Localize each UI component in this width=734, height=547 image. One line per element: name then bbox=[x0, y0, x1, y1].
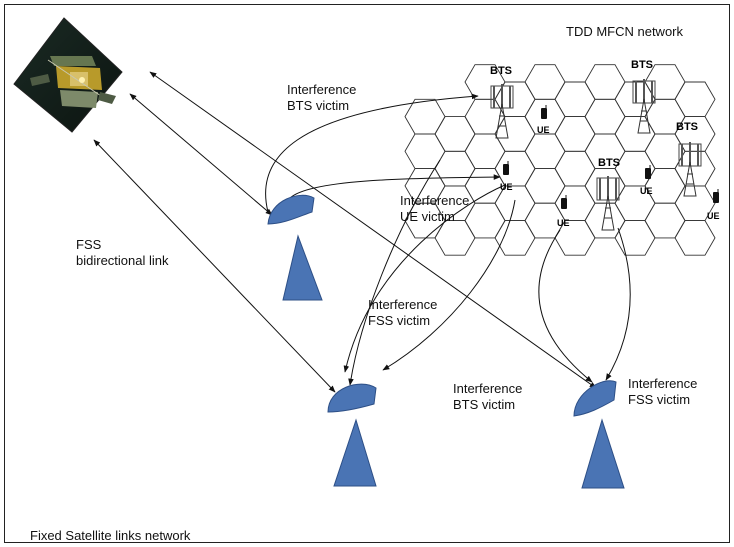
hex-cell bbox=[494, 116, 536, 152]
ue-label: UE bbox=[557, 218, 570, 228]
dish-antenna-icon bbox=[573, 380, 625, 489]
hex-cell bbox=[494, 150, 536, 187]
interf-ue-arrow bbox=[289, 174, 501, 199]
hex-cell bbox=[674, 220, 716, 256]
bts-label: BTS bbox=[490, 65, 512, 77]
bts-tower-icon bbox=[632, 79, 656, 134]
hex-cell bbox=[464, 168, 506, 204]
bts-label: BTS bbox=[676, 121, 698, 133]
bts-tower-icon bbox=[678, 142, 702, 197]
interf-bts-bottom-label-line1: Interference bbox=[453, 381, 523, 396]
interf-fss-mid-arrow-1 bbox=[343, 184, 506, 373]
footer-title: Fixed Satellite links network bbox=[30, 528, 191, 543]
hex-cell bbox=[554, 116, 596, 152]
ue-label: UE bbox=[537, 125, 550, 135]
interf-fss-mid-label-line1: Interference bbox=[368, 297, 438, 312]
interf-bts-top-label-line1: Interference bbox=[287, 82, 357, 97]
hex-cell bbox=[434, 220, 476, 256]
bts-label: BTS bbox=[631, 59, 653, 71]
hex-cell bbox=[584, 98, 626, 135]
satellite-icon bbox=[13, 17, 123, 133]
fss-link-label-line2: bidirectional link bbox=[76, 253, 169, 268]
interf-fss-right-label-line2: FSS victim bbox=[628, 392, 691, 407]
dish-antenna-icon bbox=[327, 383, 377, 487]
interf-fss-mid-label-line2: FSS victim bbox=[368, 313, 431, 328]
hex-cell bbox=[434, 150, 476, 187]
fss-link-2 bbox=[129, 93, 273, 216]
hex-cell bbox=[464, 98, 506, 135]
hex-cell bbox=[464, 133, 506, 170]
ue-handset-icon bbox=[713, 189, 719, 203]
interf-fss-right-arrow-1 bbox=[538, 229, 593, 383]
bts-label: BTS bbox=[598, 157, 620, 169]
dish-antenna-icon bbox=[267, 194, 323, 301]
hex-cell bbox=[644, 202, 686, 239]
interf-ue-label-line2: UE victim bbox=[400, 209, 455, 224]
fss-link-3 bbox=[149, 71, 597, 389]
ue-label: UE bbox=[500, 182, 513, 192]
interf-fss-right-arrow-2 bbox=[605, 227, 631, 381]
fss-link-label-line1: FSS bbox=[76, 237, 102, 252]
hex-cell bbox=[494, 220, 536, 256]
hex-cell bbox=[554, 81, 596, 118]
hex-cell bbox=[584, 64, 626, 100]
interf-bts-top-arrow bbox=[265, 93, 479, 213]
interf-fss-right-label-line1: Interference bbox=[628, 376, 698, 391]
ue-label: UE bbox=[707, 211, 720, 221]
hex-cell bbox=[524, 133, 566, 170]
hex-cell bbox=[524, 64, 566, 100]
ue-handset-icon bbox=[645, 165, 651, 179]
interf-ue-label-line1: Interference bbox=[400, 193, 470, 208]
hex-cell bbox=[614, 116, 656, 152]
interf-bts-top-label-line2: BTS victim bbox=[287, 98, 350, 113]
hex-cell bbox=[524, 168, 566, 204]
interf-bts-bottom-label-line2: BTS victim bbox=[453, 397, 516, 412]
hex-cell bbox=[674, 81, 716, 118]
interf-bts-bottom-arrow bbox=[348, 159, 441, 386]
interf-fss-mid-arrow-2 bbox=[382, 199, 516, 371]
ue-handset-icon bbox=[541, 105, 547, 119]
hex-cell bbox=[434, 116, 476, 152]
bts-tower-icon bbox=[596, 176, 620, 231]
ue-label: UE bbox=[640, 186, 653, 196]
hex-cell bbox=[464, 202, 506, 239]
hex-cell bbox=[554, 150, 596, 187]
bts-tower-icon bbox=[490, 84, 514, 139]
hex-cell bbox=[404, 98, 446, 135]
hex-cell bbox=[404, 133, 446, 170]
ue-handset-icon bbox=[503, 161, 509, 175]
ue-handset-icon bbox=[561, 195, 567, 209]
link-lines bbox=[93, 71, 631, 393]
network-title: TDD MFCN network bbox=[566, 24, 684, 39]
